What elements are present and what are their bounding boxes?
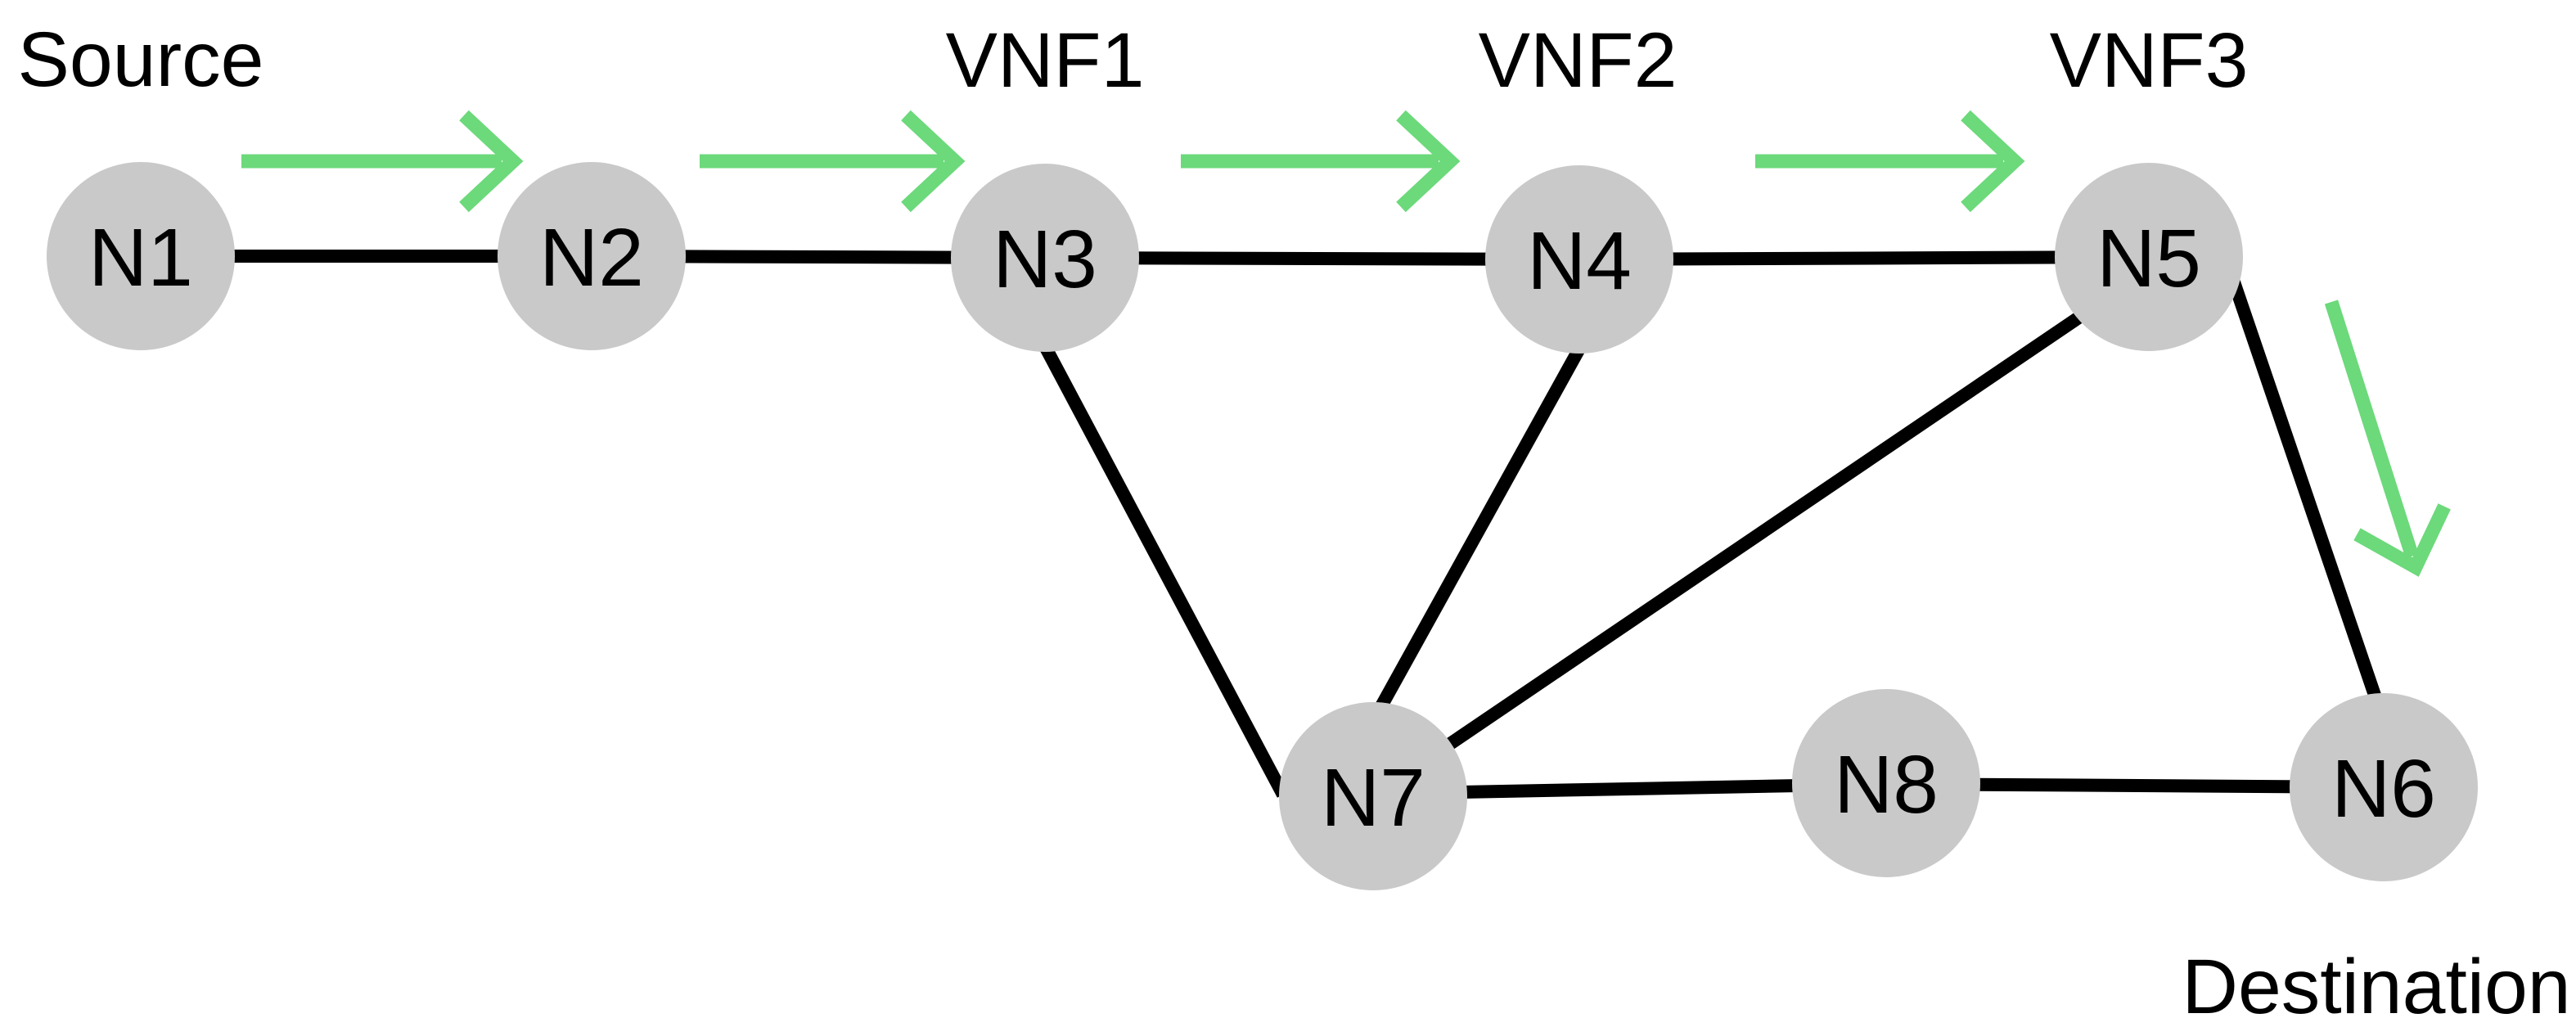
node-label-n2: N2 [539, 212, 644, 304]
edge-n5-n7 [1423, 302, 2097, 765]
node-n5: N5 [2055, 163, 2243, 351]
node-circle-n7 [1279, 702, 1467, 890]
edge-n4-n5 [1578, 250, 2150, 266]
node-circle-n8 [1792, 689, 1980, 877]
flow-arrow-n1-n2 [241, 110, 524, 213]
edge-n5-n6 [2224, 270, 2387, 714]
node-circle-n5 [2055, 163, 2243, 351]
annotation-vnf3: VNF3 [2050, 17, 2249, 104]
node-n3: N3 [951, 164, 1139, 352]
node-circle-n6 [2290, 693, 2478, 881]
annotation-source: Source [17, 16, 263, 103]
flow-arrow-n3-n4 [1181, 110, 1461, 213]
node-n2: N2 [498, 162, 686, 350]
flow-arrowhead-icon [1961, 110, 2025, 213]
edges-layer [141, 250, 2387, 800]
node-label-n3: N3 [993, 214, 1097, 305]
node-circle-n1 [47, 162, 235, 350]
node-n7: N7 [1279, 702, 1467, 890]
annotation-destination: Destination [2182, 944, 2570, 1018]
edge-n4-n7 [1371, 347, 1584, 717]
node-label-n6: N6 [2331, 743, 2436, 835]
node-n8: N8 [1792, 689, 1980, 877]
annotation-vnf2: VNF2 [1479, 17, 1678, 104]
node-circle-n2 [498, 162, 686, 350]
flow-arrows-layer [241, 110, 2451, 577]
node-label-n1: N1 [88, 212, 193, 304]
node-circle-n4 [1485, 165, 1673, 354]
flow-arrowhead-icon [1396, 110, 1461, 213]
node-label-n8: N8 [1834, 739, 1939, 831]
flow-arrowhead-icon [459, 110, 524, 213]
flow-arrowhead-icon [901, 110, 966, 213]
node-circle-n3 [951, 164, 1139, 352]
flow-arrowhead-icon [2353, 503, 2451, 577]
flow-arrow-shaft [2324, 300, 2419, 559]
node-n6: N6 [2290, 693, 2478, 881]
edge-n3-n7 [1039, 345, 1290, 798]
flow-arrow-n5-n6 [2324, 300, 2451, 577]
node-label-n5: N5 [2096, 213, 2201, 304]
node-n4: N4 [1485, 165, 1673, 354]
flow-arrow-n2-n3 [700, 110, 966, 213]
annotation-vnf1: VNF1 [946, 17, 1145, 104]
flow-arrow-n4-n5 [1755, 110, 2025, 213]
node-label-n4: N4 [1527, 215, 1632, 307]
node-n1: N1 [47, 162, 235, 350]
node-label-n7: N7 [1321, 752, 1425, 844]
